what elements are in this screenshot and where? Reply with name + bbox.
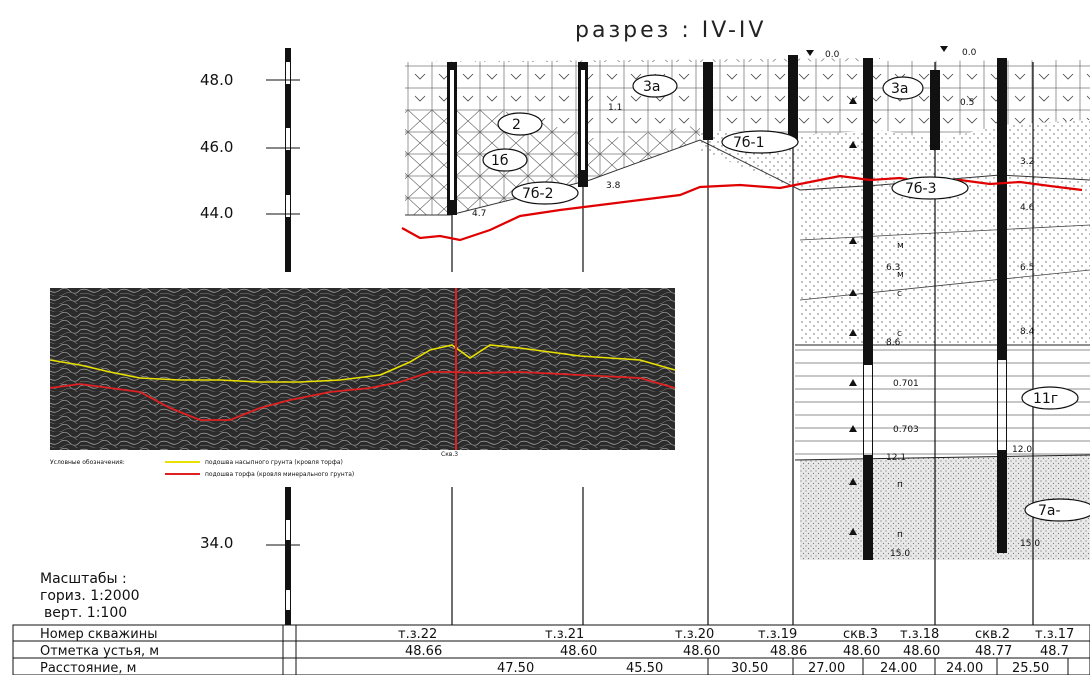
mark-soil-p1: п: [897, 480, 903, 490]
mark-soil-m2: м: [897, 270, 904, 280]
well-number-7: скв.2: [975, 627, 1010, 642]
well-number-4: т.з.19: [758, 627, 797, 642]
mark-3-8: 3.8: [606, 181, 621, 191]
mark-8-4: 8.4: [1020, 327, 1035, 337]
mark-zero-2: 0.0: [962, 48, 977, 58]
well-number-6: т.з.18: [900, 627, 939, 642]
mark-soil-p2: п: [897, 530, 903, 540]
distance-3: 30.50: [731, 661, 768, 675]
distance-5: 24.00: [880, 661, 917, 675]
gpr-legend-yellow: подошва насыпного грунта (кровля торфа): [205, 459, 343, 466]
elevation-1: 48.66: [405, 644, 442, 659]
mark-6-5: 6.5: [1020, 263, 1034, 273]
elevation-4: 48.86: [770, 644, 807, 659]
mark-3-2: 3.2: [1020, 157, 1034, 167]
gpr-legend-title: Условные обозначения:: [50, 459, 125, 466]
elevation-3: 48.60: [683, 644, 720, 659]
gpr-marker-label: Скв.3: [441, 451, 458, 458]
mark-6-3: 6.3: [886, 263, 900, 273]
mark-zero-1: 0.0: [825, 50, 840, 60]
distance-2: 45.50: [626, 661, 663, 675]
mark-12-0: 12.0: [1012, 445, 1032, 455]
gpr-radargram-inset: Скв.3 Условные обозначения: подошва насы…: [28, 272, 690, 487]
mark-1-1: 1.1: [608, 103, 622, 113]
mark-8-6: 8.6: [886, 338, 901, 348]
layer-label-3a-right: 3а: [891, 81, 909, 97]
layer-label-7a: 7а-: [1038, 503, 1061, 519]
layer-label-7b1: 7б-1: [733, 135, 765, 151]
scale-tick-48: 48.0: [200, 71, 233, 89]
gpr-yellow-horizon: [49, 344, 676, 383]
elevation-2: 48.60: [560, 644, 597, 659]
elevation-scale: 48.0 46.0 44.0 34.0: [200, 48, 300, 675]
radargram-image: [50, 288, 675, 450]
scale-note-line1: Масштабы :: [40, 571, 127, 587]
mark-soil-c1: с: [897, 289, 902, 299]
section-title: разрез : IV-IV: [575, 18, 766, 43]
scale-tick-44: 44.0: [200, 204, 233, 222]
section-body: 2 1б 7б-2 3а 7б-1 3а 7б-3 11г 7а- 0.0 0.…: [401, 46, 1090, 625]
scale-tick-46: 46.0: [200, 138, 233, 156]
elevation-7: 48.77: [975, 644, 1012, 659]
layer-label-1b: 1б: [491, 153, 509, 169]
mark-soil-c2: с: [897, 329, 902, 339]
scale-note-line3: верт. 1:100: [44, 605, 127, 621]
elevation-8: 48.7: [1040, 644, 1069, 659]
layer-label-7b2: 7б-2: [522, 186, 554, 202]
layer-label-7b3: 7б-3: [905, 181, 937, 197]
elevation-6: 48.60: [903, 644, 940, 659]
scale-note-line2: гориз. 1:2000: [40, 588, 140, 604]
mark-soil-m1: м: [897, 241, 904, 251]
well-number-5: скв.3: [843, 627, 878, 642]
row-label-distance: Расстояние, м: [40, 661, 136, 675]
mark-15-0b: 15.0: [1020, 539, 1040, 549]
gpr-red-horizon: [49, 371, 676, 421]
row-label-elevation: Отметка устья, м: [40, 644, 159, 659]
layer-label-3a: 3а: [643, 79, 661, 95]
distance-7: 25.50: [1012, 661, 1049, 675]
mark-0-701: 0.701: [893, 379, 919, 389]
mark-0-703: 0.703: [893, 425, 919, 435]
well-number-3: т.з.20: [675, 627, 714, 642]
layer-label-11g: 11г: [1033, 391, 1058, 407]
scale-tick-34: 34.0: [200, 534, 233, 552]
well-number-8: т.з.17: [1035, 627, 1074, 642]
mark-4-6: 4.6: [1020, 203, 1035, 213]
well-table: Номер скважины Отметка устья, м Расстоян…: [12, 624, 1090, 675]
distance-1: 47.50: [497, 661, 534, 675]
distance-6: 24.00: [946, 661, 983, 675]
elevation-5: 48.60: [843, 644, 880, 659]
well-number-1: т.з.22: [398, 627, 437, 642]
row-label-well-number: Номер скважины: [40, 627, 157, 642]
well-number-2: т.з.21: [545, 627, 584, 642]
layer-label-2: 2: [512, 117, 521, 133]
gpr-legend-red: подошва торфа (кровля минерального грунт…: [205, 471, 354, 478]
distance-4: 27.00: [808, 661, 845, 675]
mark-15-0: 15.0: [890, 549, 910, 559]
borehole-skv2: [997, 58, 1007, 553]
mark-12-1: 12.1: [886, 453, 906, 463]
mark-4-7: 4.7: [472, 209, 486, 219]
borehole-skv3: [863, 58, 873, 560]
mark-0-5: 0.5: [960, 98, 974, 108]
peat-base-red-line: [401, 174, 1083, 242]
